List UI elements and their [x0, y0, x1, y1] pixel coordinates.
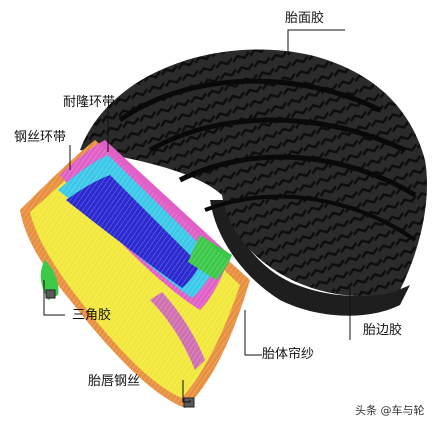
- label-tread-rubber: 胎面胶: [285, 11, 325, 26]
- tread-groove-1: [118, 78, 382, 123]
- tread-groove-3: [178, 154, 417, 198]
- leader-apex: [43, 280, 65, 316]
- watermark: 头条 @车与轮: [355, 404, 425, 417]
- label-bead-wire: 胎唇钢丝: [88, 374, 141, 389]
- tread-shape: [80, 49, 428, 296]
- label-apex: 三角胶: [72, 308, 112, 323]
- hatch-overlay: [20, 140, 250, 408]
- leader-bead-wire: [182, 380, 191, 403]
- tread-groove-2: [148, 117, 407, 153]
- label-sidewall-rubber: 胎边胶: [363, 323, 403, 338]
- label-body-ply: 胎体帘纱: [262, 347, 315, 362]
- leader-tread-rubber: [287, 29, 345, 55]
- label-steel-belt: 钢丝环带: [14, 130, 67, 145]
- label-nylon-cap-ply: 耐隆环带: [63, 95, 116, 110]
- leader-lines: [43, 29, 351, 403]
- leader-body-ply: [244, 310, 262, 356]
- bead-wire-bundle-left: [45, 289, 56, 299]
- tread-groove-4: [204, 194, 417, 242]
